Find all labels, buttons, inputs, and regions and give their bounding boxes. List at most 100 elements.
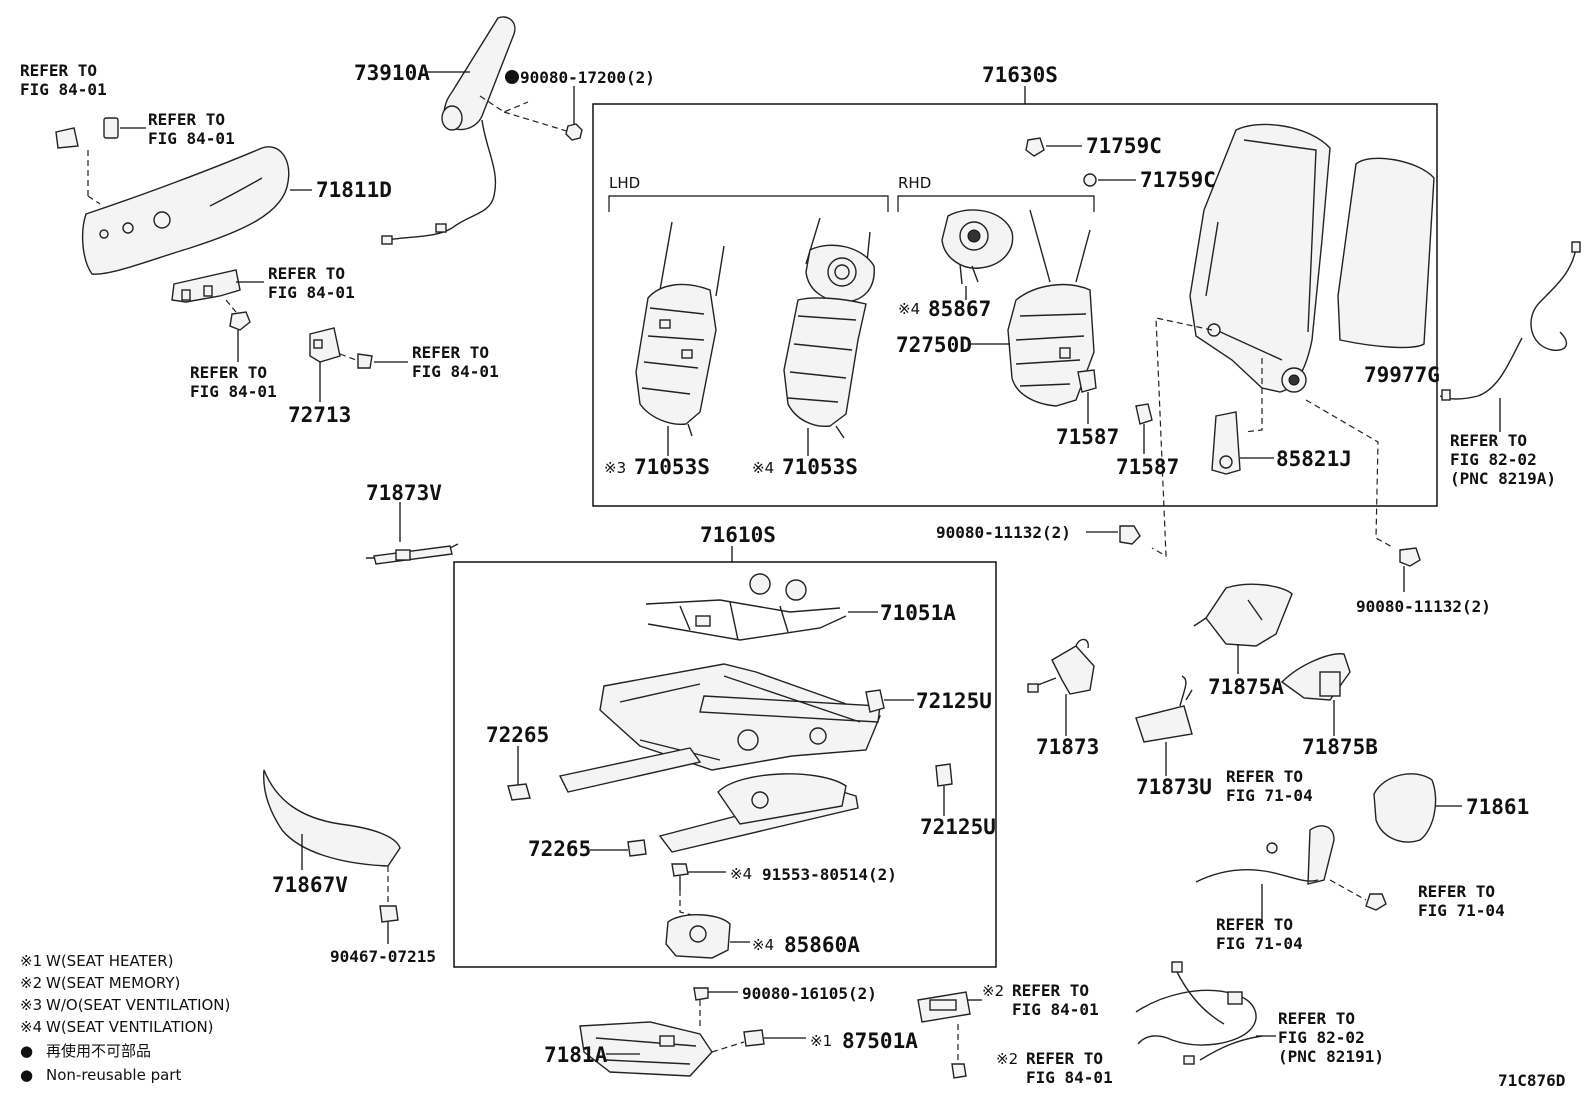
label-73910a: 73910A xyxy=(354,61,430,85)
headrest-73910a xyxy=(381,16,516,245)
label-72265-a: 72265 xyxy=(486,723,549,747)
label-71811d: 71811D xyxy=(316,178,392,202)
label-71053s-lhd-mark: ※3 xyxy=(604,459,626,477)
label-72713: 72713 xyxy=(288,403,351,427)
clip-72125u-a xyxy=(865,689,914,713)
recliner-frame-lhd xyxy=(635,221,725,437)
bar-71873v xyxy=(366,543,459,565)
legend-mark-6: ● xyxy=(20,1066,33,1084)
refer-r12-line3: (PNC 82191) xyxy=(1278,1047,1384,1066)
label-72265-b: 72265 xyxy=(528,837,591,861)
label-lhd: LHD xyxy=(609,174,640,192)
legend-text-3: W/O(SEAT VENTILATION) xyxy=(46,996,230,1014)
bolt-90080-11132-b xyxy=(1399,547,1421,592)
label-85860a: 85860A xyxy=(784,933,860,957)
refer-r5-line2: FIG 84-01 xyxy=(412,362,499,381)
label-90080-17200: 90080-17200(2) xyxy=(520,68,655,87)
refer-r11-line2: FIG 84-01 xyxy=(1026,1068,1113,1087)
label-71053s-rhd-mark: ※4 xyxy=(752,459,774,477)
bolt-90080-11132-a xyxy=(1086,525,1141,545)
refer-r10-line1: REFER TO xyxy=(1012,981,1089,1000)
heater-87501a xyxy=(711,1029,806,1053)
refer-r7-line2: FIG 71-04 xyxy=(1226,786,1313,805)
label-85867-mark: ※4 xyxy=(898,300,920,318)
cover-71861 xyxy=(1373,773,1462,843)
refer-r1-line2: FIG 84-01 xyxy=(20,80,107,99)
refer-r1-line1: REFER TO xyxy=(20,61,97,80)
legend-text-2: W(SEAT MEMORY) xyxy=(46,974,180,992)
frame-71610s-box xyxy=(453,561,997,968)
label-87501a-mark: ※1 xyxy=(810,1032,832,1050)
assembly-7181a xyxy=(579,1021,713,1077)
refer-r9-line1: REFER TO xyxy=(1216,915,1293,934)
label-90467-07215: 90467-07215 xyxy=(330,947,436,966)
refer-r6-line2: FIG 82-02 xyxy=(1450,450,1537,469)
frame-71630s-box xyxy=(592,103,1438,507)
ecu-r10-mark: ※2 xyxy=(982,982,1004,1000)
label-91553-mark: ※4 xyxy=(730,865,752,883)
label-72125u-b: 72125U xyxy=(920,815,996,839)
clip-71759c-a xyxy=(1025,137,1082,157)
bracket-71873u xyxy=(1135,675,1193,776)
refer-r3-line2: FIG 84-01 xyxy=(268,283,355,302)
seat-frame-cushion xyxy=(599,663,881,771)
harness-refer-r6 xyxy=(1439,241,1581,432)
bolt-90080-16105 xyxy=(693,987,738,1026)
label-71873v: 71873V xyxy=(366,481,442,505)
dash-11132-b xyxy=(1305,399,1395,549)
refer-r6-line3: (PNC 8219A) xyxy=(1450,469,1556,488)
label-85867: 85867 xyxy=(928,297,991,321)
label-71875b: 71875B xyxy=(1302,735,1378,759)
refer-r8-line1: REFER TO xyxy=(1418,882,1495,901)
refer-r2-line1: REFER TO xyxy=(148,110,225,129)
trim-71867v xyxy=(262,769,401,944)
label-rhd: RHD xyxy=(898,174,931,192)
bolt-refer-r4 xyxy=(229,311,251,362)
bolt-91553-80514 xyxy=(671,863,726,917)
recliner-frame-vent xyxy=(783,217,875,439)
rhd-bracket xyxy=(897,195,1095,212)
refer-r10-line2: FIG 84-01 xyxy=(1012,1000,1099,1019)
clip-refer-r2 xyxy=(103,117,146,139)
clip-71759c-b xyxy=(1083,173,1136,187)
label-71875a: 71875A xyxy=(1208,675,1284,699)
trim-71875b xyxy=(1280,653,1351,736)
clip-72265-a xyxy=(507,746,531,801)
switch-refer-r3 xyxy=(171,269,264,313)
back-pad-79977g xyxy=(1337,157,1435,349)
label-71759c-a: 71759C xyxy=(1086,134,1162,158)
label-90080-11132-a: 90080-11132(2) xyxy=(936,523,1071,542)
legend-mark-1: ※1 xyxy=(20,952,42,970)
lhd-bracket xyxy=(608,195,889,212)
label-71867v: 71867V xyxy=(272,873,348,897)
clip-72125u-b xyxy=(935,763,953,816)
seat-rails xyxy=(558,747,859,853)
legend-mark-2: ※2 xyxy=(20,974,42,992)
refer-r3-line1: REFER TO xyxy=(268,264,345,283)
label-87501a: 87501A xyxy=(842,1029,918,1053)
clip-71587-a xyxy=(1077,369,1097,424)
clip-72265-b xyxy=(590,839,647,857)
belt-harness-refer xyxy=(1195,825,1387,922)
clip-refer-r1 xyxy=(55,127,101,205)
label-71053s-rhd: 71053S xyxy=(782,455,858,479)
clip-71587-b xyxy=(1135,403,1153,454)
label-7181a: 7181A xyxy=(544,1043,608,1067)
label-91553-80514: 91553-80514(2) xyxy=(762,865,897,884)
legend-mark-4: ※4 xyxy=(20,1018,42,1036)
label-90080-16105: 90080-16105(2) xyxy=(742,984,877,1003)
seatback-frame-71630s xyxy=(1189,123,1331,393)
label-79977g: 79977G xyxy=(1364,363,1440,387)
refer-r2-line2: FIG 84-01 xyxy=(148,129,235,148)
legend: ※1 W(SEAT HEATER) ※2 W(SEAT MEMORY) ※3 W… xyxy=(20,952,230,1084)
motor-85821j xyxy=(1211,358,1274,475)
refer-r11-line1: REFER TO xyxy=(1026,1049,1103,1068)
refer-r12-line1: REFER TO xyxy=(1278,1009,1355,1028)
wire-frame-71051a xyxy=(645,573,847,641)
label-71587-a: 71587 xyxy=(1056,425,1119,449)
label-71610s: 71610S xyxy=(700,523,776,547)
label-72125u-a: 72125U xyxy=(916,689,992,713)
label-72750d: 72750D xyxy=(896,333,972,357)
nut-dash xyxy=(479,95,571,133)
refer-r9-line2: FIG 71-04 xyxy=(1216,934,1303,953)
